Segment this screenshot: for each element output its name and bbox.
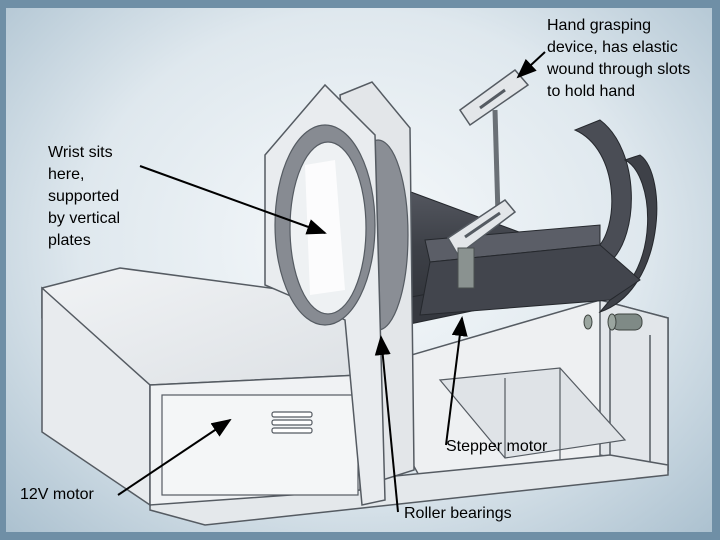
annotation-arrows <box>117 51 546 513</box>
base-frame-right <box>358 299 669 496</box>
label-stepper-motor: Stepper motor <box>446 438 548 455</box>
label-wrist-support: Wrist sits here, supported by vertical p… <box>48 144 121 249</box>
hand-grasping-device <box>446 68 530 289</box>
arrow-wrist <box>139 165 327 235</box>
arrow-stepper <box>445 316 468 446</box>
vent-slots <box>271 411 313 434</box>
motor-housing-box <box>41 267 361 507</box>
arrow-12v-motor <box>117 418 232 496</box>
arrow-hand-device <box>516 51 546 79</box>
label-12v-motor: 12V motor <box>20 486 94 503</box>
arrow-roller-bearing <box>374 335 399 513</box>
label-roller-bearings: Roller bearings <box>404 505 512 522</box>
base-floor-plate <box>149 454 669 526</box>
label-hand-grasping-device: Hand grasping device, has elastic wound … <box>547 17 691 100</box>
